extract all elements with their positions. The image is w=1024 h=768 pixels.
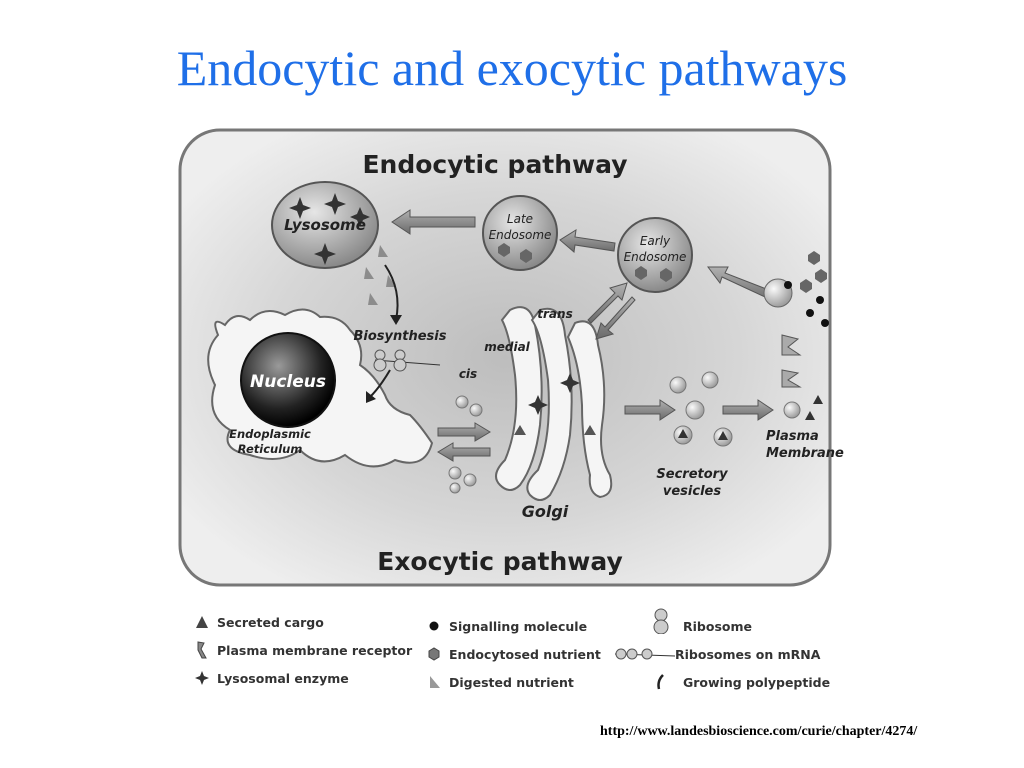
lysosomal-enzyme-icon (528, 395, 548, 415)
legend-endocytosed-nutrient: Endocytosed nutrient (427, 644, 601, 664)
legend-receptor: Plasma membrane receptor (195, 640, 412, 660)
secreted-cargo-icon (813, 395, 823, 404)
digested-nutrient-icon (430, 676, 440, 688)
early-endosome: Early Endosome (617, 217, 693, 293)
trans-label: trans (537, 307, 572, 321)
ribosomes-on-mrna (373, 349, 441, 372)
digested-nutrient-icon (378, 245, 388, 257)
slide-title: Endocytic and exocytic pathways (176, 40, 848, 96)
secreted-cargo-icon (584, 425, 596, 435)
endocytosed-nutrient-icon (520, 249, 532, 263)
digested-nutrient-icon (368, 293, 378, 305)
golgi-endosome-arrows (587, 282, 636, 340)
endocytosed-nutrient-icon (800, 279, 812, 293)
endocytosed-nutrient-icon (815, 269, 827, 283)
lysosomal-enzyme-icon (195, 671, 209, 685)
biosynthesis-label: Biosynthesis (354, 329, 447, 344)
lysosomal-enzyme-icon (314, 243, 336, 265)
signalling-molecule-icon (816, 296, 824, 304)
late-endosome: Late Endosome (482, 195, 558, 271)
cis-label: cis (459, 367, 477, 381)
nucleus-label: Nucleus (250, 372, 326, 392)
late-endosome-label-1: Late (507, 212, 533, 226)
arrow-late-to-lysosome (391, 209, 476, 235)
secretory-vesicles: Secretory vesicles (656, 371, 733, 499)
receptor-icon (781, 369, 802, 388)
lysosome: Lysosome (271, 181, 379, 269)
late-endosome-label-2: Endosome (489, 228, 552, 242)
er-label-2: Reticulum (238, 442, 303, 456)
pathway-diagram: Endocytic pathway Exocytic pathway Lysos… (178, 128, 844, 587)
legend-secreted-cargo: Secreted cargo (195, 612, 324, 632)
nucleus: Nucleus (240, 332, 336, 428)
legend-growing-polypeptide: Growing polypeptide (615, 672, 830, 692)
secreted-cargo-icon (196, 616, 208, 628)
arrow-early-to-late (559, 229, 616, 253)
signalling-molecule-icon (429, 621, 439, 631)
endocytosed-nutrient-icon (808, 251, 820, 265)
secretory-arrows (624, 399, 774, 421)
legend-growing-polypeptide-label: Growing polypeptide (683, 674, 831, 690)
transport-vesicles (448, 395, 483, 494)
secretory-vesicles-label-2: vesicles (663, 484, 721, 499)
endocytosed-nutrient-icon (498, 243, 510, 257)
secreted-cargo-icon (718, 431, 728, 440)
legend: Secreted cargo Plasma membrane receptor … (195, 608, 855, 702)
legend-signalling-molecule: Signalling molecule (427, 616, 587, 636)
growing-polypeptide-icon (657, 674, 664, 690)
legend-ribosome: Ribosome (615, 608, 752, 636)
golgi-label: Golgi (522, 502, 569, 521)
signalling-molecule-icon (806, 309, 814, 317)
legend-lysosomal-enzyme-label: Lysosomal enzyme (217, 670, 349, 686)
signalling-molecule-icon (821, 319, 829, 327)
arrow-biosynthesis-to-er (369, 369, 391, 398)
lysosomal-enzyme-icon (289, 197, 311, 219)
endocytosed-nutrient-icon (428, 647, 440, 661)
early-endosome-label-1: Early (640, 234, 671, 248)
legend-ribosome-label: Ribosome (683, 618, 752, 634)
source-url: http://www.landesbioscience.com/curie/ch… (600, 724, 918, 739)
legend-signalling-molecule-label: Signalling molecule (449, 618, 588, 634)
medial-label: medial (484, 340, 530, 354)
secretory-vesicles-label-1: Secretory (656, 467, 728, 482)
receptor-icon (197, 641, 207, 659)
plasma-membrane-label-2: Membrane (766, 446, 844, 461)
ribosome-icon (653, 608, 669, 634)
secreted-cargo-icon (678, 429, 688, 438)
receptor-icon (781, 334, 802, 356)
golgi-apparatus: trans medial cis Golgi (459, 306, 613, 521)
lysosomal-enzyme-icon (560, 373, 580, 393)
plasma-membrane-area: Plasma Membrane (763, 251, 844, 461)
digested-nutrient-icon (364, 267, 374, 279)
legend-receptor-label: Plasma membrane receptor (217, 642, 413, 658)
er-label-1: Endoplasmic (229, 427, 311, 441)
endocytic-pathway-label: Endocytic pathway (362, 150, 627, 179)
endocytic-arrows (391, 209, 783, 304)
secreted-cargo-icon (805, 411, 815, 420)
plasma-membrane-label-1: Plasma (766, 429, 819, 444)
lysosome-label: Lysosome (284, 216, 366, 234)
legend-digested-nutrient: Digested nutrient (427, 672, 574, 692)
legend-ribosomes-on-mrna: Ribosomes on mRNA (615, 644, 820, 664)
legend-lysosomal-enzyme: Lysosomal enzyme (195, 668, 349, 688)
legend-secreted-cargo-label: Secreted cargo (217, 614, 324, 630)
ribosomes-on-mrna-icon (615, 648, 675, 660)
secreted-cargo-icon (514, 425, 526, 435)
signalling-molecule-icon (784, 281, 792, 289)
legend-endocytosed-nutrient-label: Endocytosed nutrient (449, 646, 601, 662)
lysosomal-enzyme-icon (350, 207, 370, 227)
endocytosed-nutrient-icon (660, 268, 672, 282)
er-golgi-arrows (437, 422, 491, 462)
exocytic-pathway-label: Exocytic pathway (377, 547, 623, 576)
early-endosome-label-2: Endosome (624, 250, 687, 264)
legend-ribosomes-on-mrna-label: Ribosomes on mRNA (675, 646, 821, 662)
lysosomal-enzyme-icon (324, 193, 346, 215)
legend-digested-nutrient-label: Digested nutrient (449, 674, 574, 690)
endocytosed-nutrient-icon (635, 266, 647, 280)
